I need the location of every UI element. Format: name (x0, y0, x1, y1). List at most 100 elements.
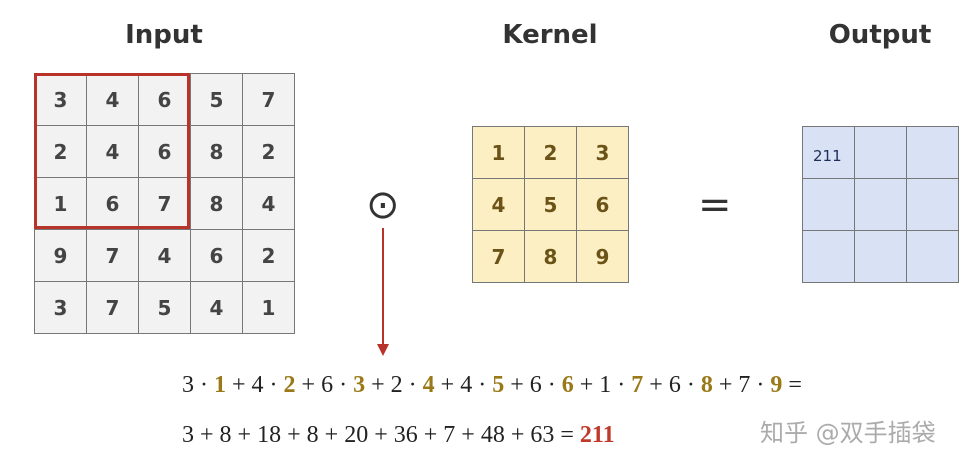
input-cell: 7 (243, 74, 295, 126)
output-title: Output (828, 20, 932, 50)
kernel-term: 4 (422, 372, 435, 398)
input-term: 6 (321, 372, 334, 398)
input-cell: 7 (87, 282, 139, 334)
product-term: 3 (182, 422, 194, 448)
kernel-term: 7 (631, 372, 644, 398)
input-cell: 2 (243, 126, 295, 178)
plus-sign: + (712, 372, 739, 398)
dot-sign: · (194, 372, 214, 398)
dot-sign: · (402, 372, 423, 398)
output-cell (803, 231, 855, 283)
input-cell: 8 (191, 178, 243, 230)
kernel-term: 3 (353, 372, 366, 398)
hadamard-operator: ⊙ (366, 182, 400, 228)
plus-sign: + (504, 372, 530, 398)
input-cell: 4 (243, 178, 295, 230)
plus-sign: + (194, 422, 220, 448)
product-term: 8 (219, 422, 232, 448)
product-term: 36 (393, 422, 418, 448)
input-term: 4 (460, 372, 473, 398)
plus-sign: + (434, 372, 461, 398)
plus-sign: + (231, 422, 258, 448)
product-term: 20 (344, 422, 369, 448)
input-cell: 5 (191, 74, 243, 126)
input-cell: 2 (35, 126, 87, 178)
input-title: Input (125, 20, 203, 50)
kernel-term: 5 (492, 372, 505, 398)
output-cell (855, 179, 907, 231)
output-cell (803, 179, 855, 231)
dot-sign: · (333, 372, 354, 398)
input-cell: 6 (139, 126, 191, 178)
product-term: 48 (480, 422, 505, 448)
input-cell: 8 (191, 126, 243, 178)
dot-sign: · (750, 372, 771, 398)
kernel-cell: 1 (473, 127, 525, 179)
plus-sign: + (318, 422, 345, 448)
input-cell: 6 (87, 178, 139, 230)
input-term: 2 (390, 372, 403, 398)
equals-operator: = (698, 182, 732, 228)
input-cell: 1 (35, 178, 87, 230)
plus-sign: + (417, 422, 444, 448)
result-value: 211 (579, 422, 615, 448)
plus-sign: + (365, 372, 391, 398)
kernel-cell: 2 (525, 127, 577, 179)
kernel-cell: 4 (473, 179, 525, 231)
plus-sign: + (643, 372, 669, 398)
equation-products: 3 · 1 + 4 · 2 + 6 · 3 + 2 · 4 + 4 · 5 + … (182, 370, 802, 400)
product-term: 18 (257, 422, 282, 448)
input-cell: 2 (243, 230, 295, 282)
output-matrix: 211 (802, 126, 959, 283)
kernel-term: 6 (561, 372, 574, 398)
kernel-term: 1 (214, 372, 226, 398)
input-cell: 7 (139, 178, 191, 230)
input-cell: 4 (87, 126, 139, 178)
kernel-term: 8 (700, 372, 713, 398)
kernel-term: 9 (770, 372, 783, 398)
input-cell: 1 (243, 282, 295, 334)
output-cell (907, 179, 959, 231)
output-cell: 211 (803, 127, 855, 179)
plus-sign: + (573, 372, 600, 398)
kernel-title: Kernel (502, 20, 598, 50)
watermark: 知乎 @双手插袋 (760, 419, 936, 447)
output-cell (907, 231, 959, 283)
kernel-cell: 7 (473, 231, 525, 283)
input-cell: 4 (139, 230, 191, 282)
kernel-cell: 5 (525, 179, 577, 231)
output-cell (855, 231, 907, 283)
output-cell (855, 127, 907, 179)
input-cell: 9 (35, 230, 87, 282)
plus-sign: + (504, 422, 531, 448)
input-cell: 3 (35, 74, 87, 126)
kernel-cell: 6 (577, 179, 629, 231)
input-term: 1 (599, 372, 612, 398)
plus-sign: + (226, 372, 252, 398)
product-term: 7 (443, 422, 456, 448)
dot-sign: · (472, 372, 493, 398)
input-cell: 7 (87, 230, 139, 282)
input-term: 4 (251, 372, 264, 398)
kernel-term: 2 (283, 372, 296, 398)
equals-sign: = (554, 422, 580, 448)
output-cell (907, 127, 959, 179)
plus-sign: + (295, 372, 322, 398)
input-cell: 3 (35, 282, 87, 334)
receptive-field-window (34, 73, 190, 229)
kernel-cell: 8 (525, 231, 577, 283)
input-cell: 6 (139, 74, 191, 126)
kernel-cell: 3 (577, 127, 629, 179)
plus-sign: + (368, 422, 394, 448)
equals-sign: = (782, 372, 802, 398)
dot-sign: · (611, 372, 632, 398)
input-term: 3 (182, 372, 194, 398)
input-cell: 6 (191, 230, 243, 282)
product-term: 8 (306, 422, 319, 448)
input-term: 7 (738, 372, 751, 398)
input-cell: 5 (139, 282, 191, 334)
dot-sign: · (680, 372, 701, 398)
plus-sign: + (281, 422, 307, 448)
